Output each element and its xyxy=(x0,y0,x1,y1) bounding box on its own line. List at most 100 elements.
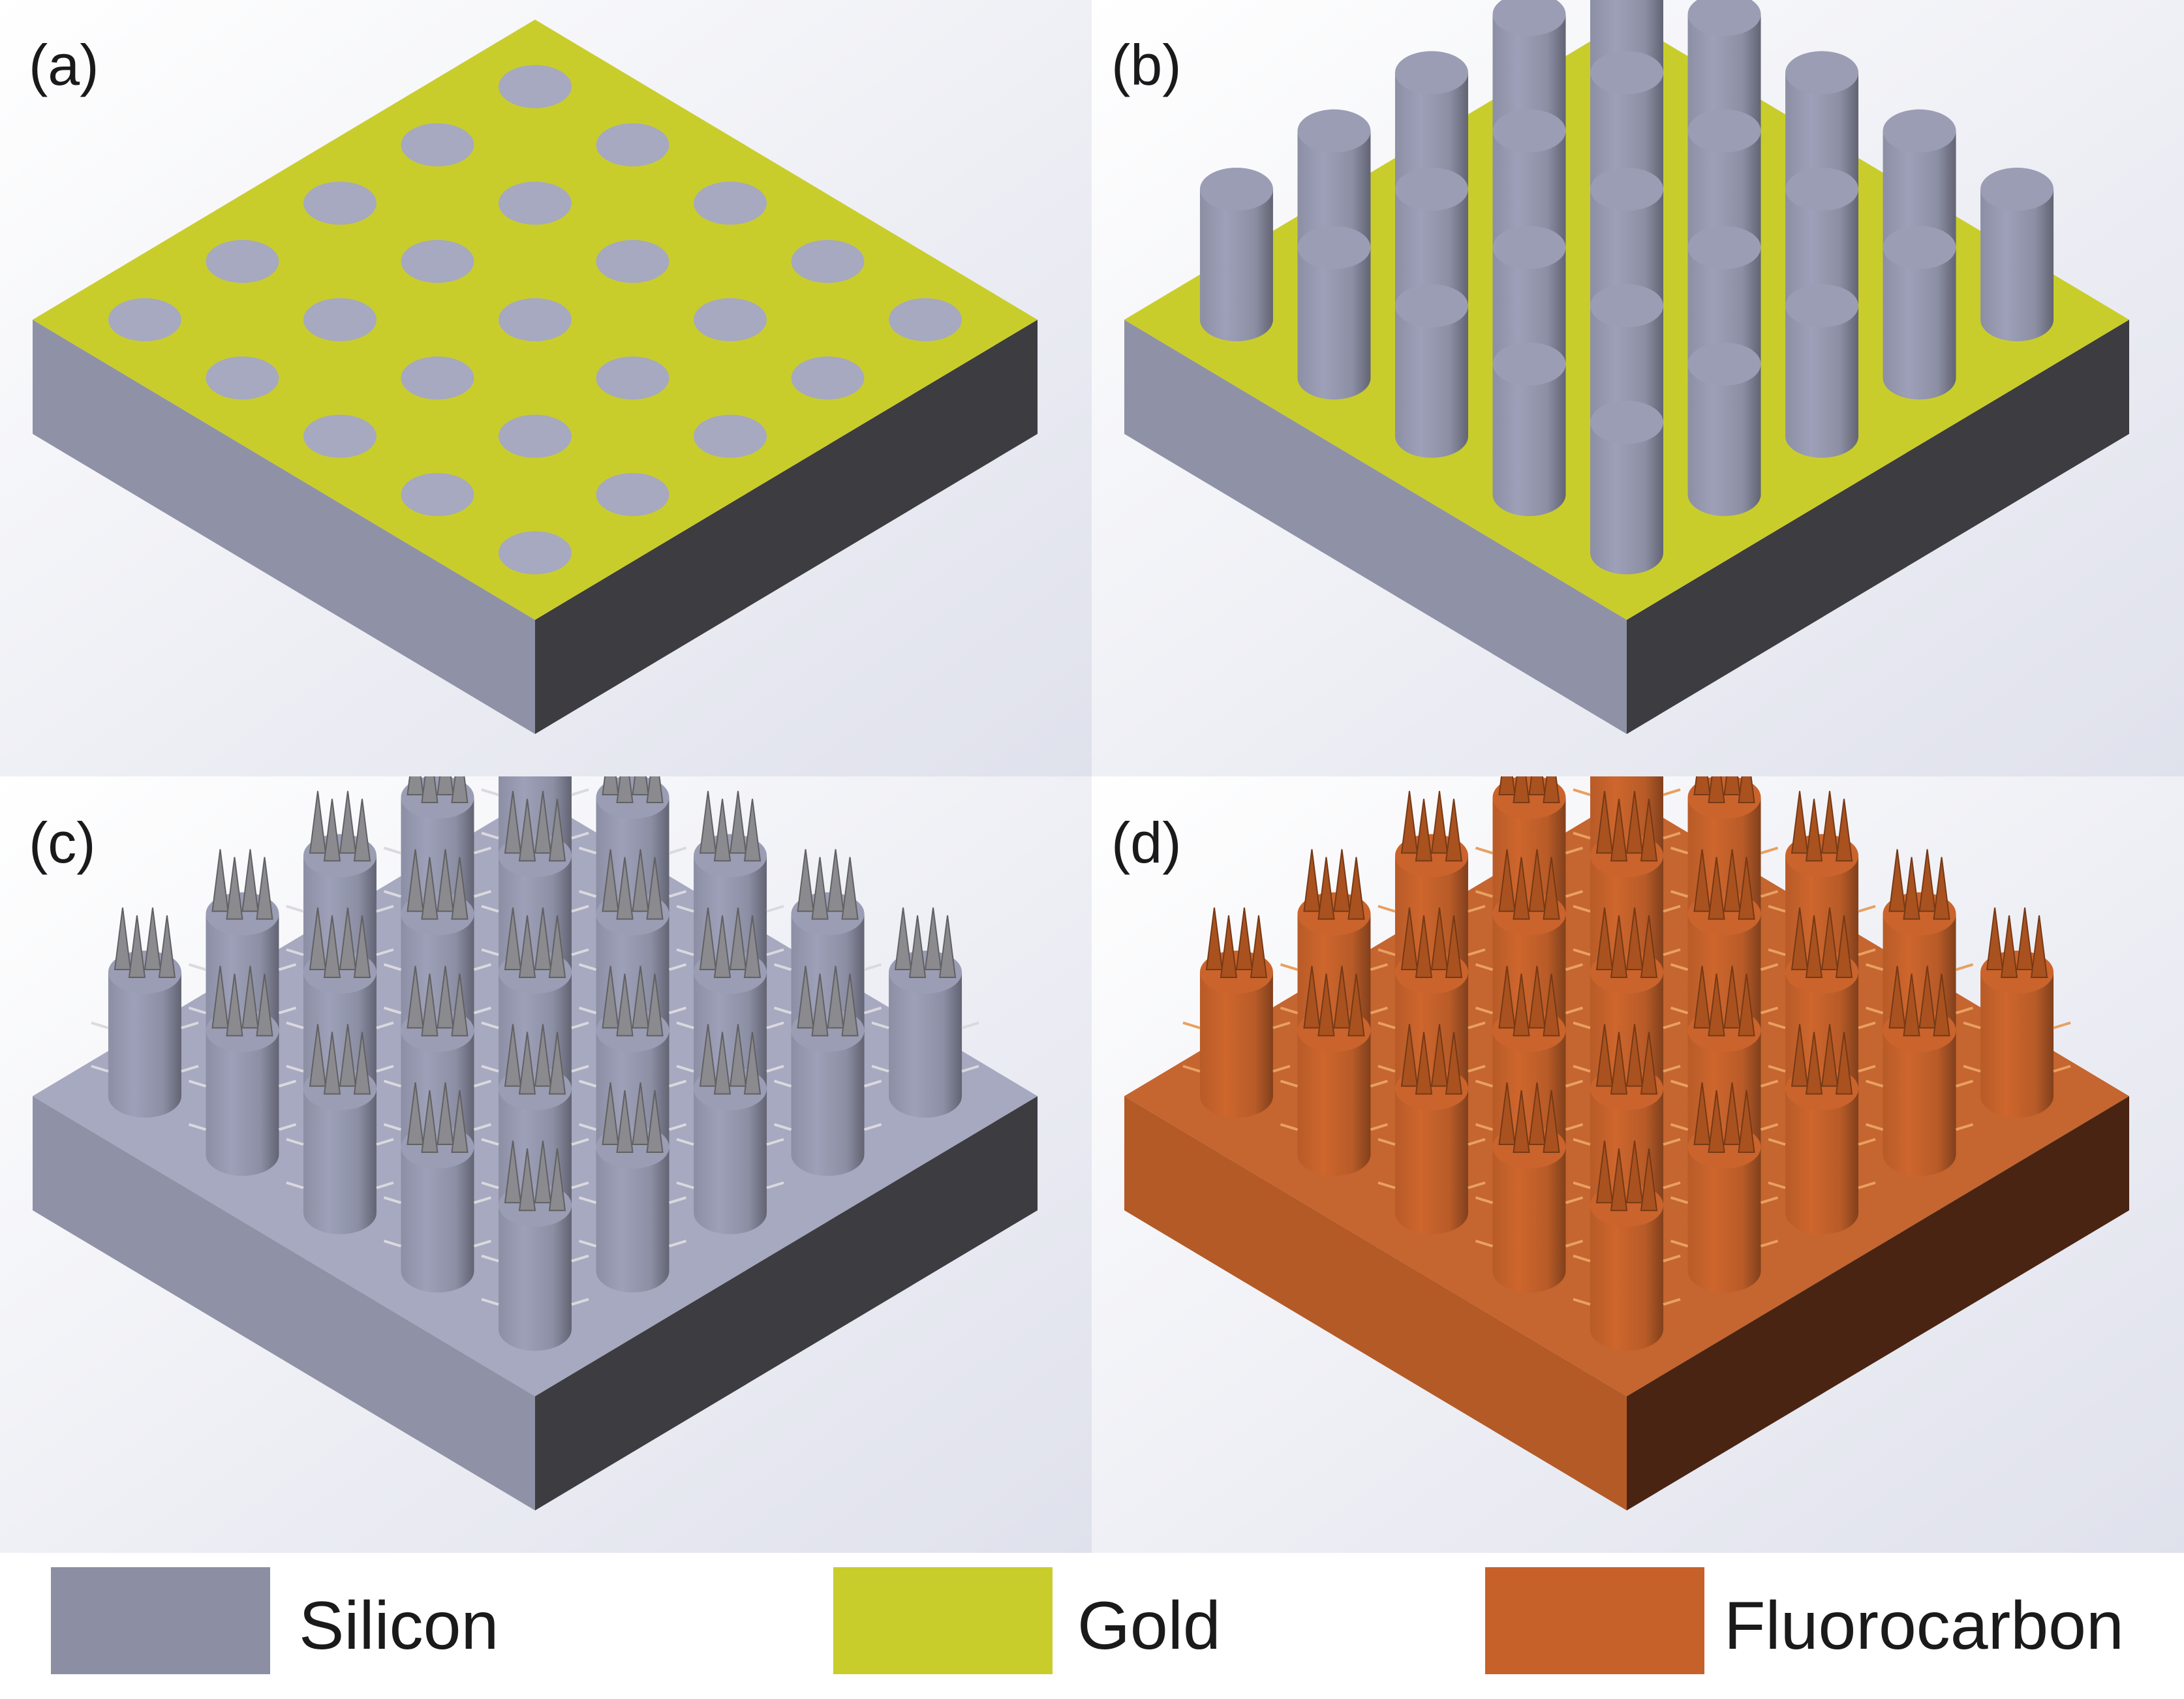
spike xyxy=(1738,776,1755,804)
side-spine xyxy=(961,1065,979,1073)
side-spine xyxy=(1955,1079,1974,1088)
silicon-dot xyxy=(401,472,474,516)
spike xyxy=(1821,1024,1839,1087)
pillar-body xyxy=(1297,247,1371,400)
side-spine xyxy=(571,1181,589,1189)
side-spine xyxy=(871,1065,889,1073)
pillar-body xyxy=(1590,422,1663,575)
spike xyxy=(1791,1024,1809,1087)
side-spine xyxy=(1272,1021,1291,1030)
spike xyxy=(1513,1090,1530,1153)
spike xyxy=(1805,799,1823,862)
spike xyxy=(1415,799,1433,862)
spike xyxy=(1333,966,1351,1029)
side-spine xyxy=(473,890,492,898)
pillar xyxy=(481,1140,589,1351)
spike xyxy=(1693,966,1711,1029)
side-spine xyxy=(91,1065,109,1073)
pillar xyxy=(1377,1024,1486,1234)
spike xyxy=(1640,1148,1658,1212)
side-spine xyxy=(668,1079,687,1088)
silicon-dot xyxy=(499,181,572,225)
spike xyxy=(353,1032,371,1095)
side-spine xyxy=(1858,1181,1876,1189)
side-spine xyxy=(1663,1021,1681,1030)
side-spine xyxy=(668,963,687,972)
spike xyxy=(339,907,357,970)
spike xyxy=(797,966,814,1029)
pillar-body xyxy=(596,1146,669,1293)
side-spine xyxy=(1475,1240,1494,1247)
side-spine xyxy=(766,1065,784,1073)
spike xyxy=(1640,1032,1658,1095)
spike xyxy=(1445,915,1463,978)
spike xyxy=(1333,849,1351,912)
spike xyxy=(534,907,552,970)
side-spine xyxy=(1573,1298,1591,1306)
spike xyxy=(1317,973,1335,1037)
slab-left-face xyxy=(1124,1096,1627,1510)
spike xyxy=(421,973,438,1037)
side-spine xyxy=(1475,846,1494,855)
spike xyxy=(437,1082,454,1145)
spike xyxy=(632,776,649,796)
slab-right-face xyxy=(535,1096,1038,1510)
spike xyxy=(616,776,634,804)
pillar-body xyxy=(1492,1146,1566,1293)
silicon-dot xyxy=(596,123,669,167)
spike xyxy=(1625,791,1644,854)
spike xyxy=(1543,857,1560,920)
spike xyxy=(451,857,469,920)
spike xyxy=(827,966,844,1029)
spike xyxy=(1888,966,1906,1029)
side-spine xyxy=(1670,1006,1689,1015)
spike xyxy=(1430,1024,1449,1087)
pillar-body xyxy=(401,1146,474,1293)
spike xyxy=(211,849,229,912)
spike xyxy=(407,966,424,1029)
spike xyxy=(226,857,243,920)
spike xyxy=(1821,791,1839,854)
side-spine xyxy=(1760,1006,1779,1015)
silicon-dot xyxy=(401,123,474,167)
slab-right-face xyxy=(1627,1096,2129,1510)
legend-swatch-gold xyxy=(833,1567,1053,1674)
spike xyxy=(1610,1148,1628,1212)
side-spine xyxy=(1565,846,1584,855)
silicon-dot xyxy=(596,472,669,516)
side-spine xyxy=(383,1006,402,1015)
pillar-top xyxy=(1297,226,1371,269)
spike xyxy=(646,1090,664,1153)
pillar-top xyxy=(1687,109,1761,153)
spike xyxy=(1708,857,1725,920)
side-spine xyxy=(1377,1065,1396,1073)
spike xyxy=(1738,1090,1755,1153)
pillar xyxy=(1865,966,1974,1176)
spike xyxy=(743,799,761,862)
panel-d: (d) xyxy=(1092,776,2184,1553)
pillar-top xyxy=(1687,226,1761,269)
spike xyxy=(1693,849,1711,912)
side-spine xyxy=(578,1240,597,1247)
side-spine xyxy=(1858,1138,1876,1146)
side-spine xyxy=(1468,1021,1486,1030)
side-spine xyxy=(376,904,394,913)
side-spine xyxy=(1370,1123,1389,1131)
side-spine xyxy=(1573,1181,1591,1189)
legend-swatch-silicon xyxy=(51,1567,270,1674)
spike xyxy=(1903,973,1920,1037)
pillar-body xyxy=(1394,305,1468,458)
spike xyxy=(211,966,229,1029)
pillar-top xyxy=(1785,168,1859,211)
side-spine xyxy=(1760,1196,1779,1204)
spike xyxy=(1640,799,1658,862)
legend-label-gold: Gold xyxy=(1077,1588,1221,1664)
spike xyxy=(1400,1024,1419,1087)
pillar xyxy=(286,1024,394,1234)
spike xyxy=(1835,1032,1853,1095)
side-spine xyxy=(1565,1240,1584,1247)
spike xyxy=(421,1090,438,1153)
side-spine xyxy=(1858,948,1876,957)
spike xyxy=(1723,966,1741,1029)
side-spine xyxy=(376,948,394,957)
